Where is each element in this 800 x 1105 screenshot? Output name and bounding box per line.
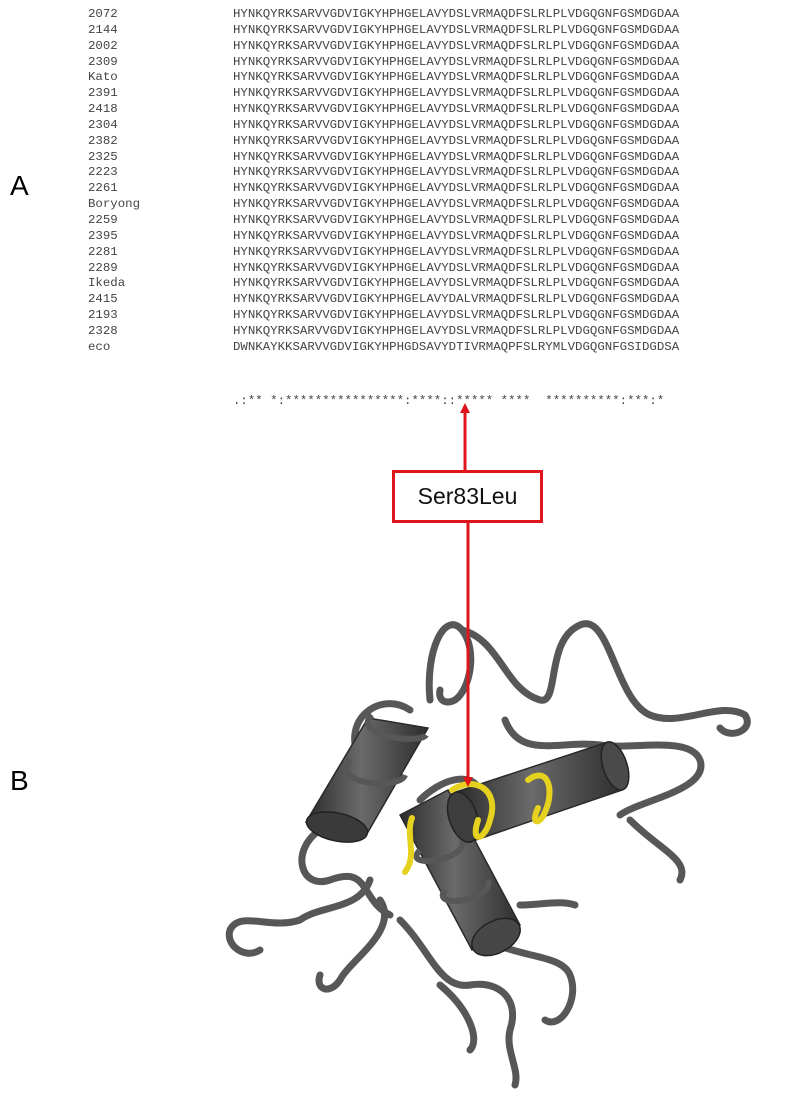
sequence: HYNKQYRKSARVVGDVIGKYHPHGELAVYDSLVRMAQDFS…	[233, 70, 680, 85]
strain-name: 2002	[88, 38, 118, 53]
strain-name: eco	[88, 339, 111, 354]
strain-name: 2415	[88, 292, 118, 307]
sequence: DWNKAYKKSARVVGDVIGKYHPHGDSAVYDTIVRMAQPFS…	[233, 339, 680, 354]
strain-name: 2304	[88, 117, 118, 132]
sequence: HYNKQYRKSARVVGDVIGKYHPHGELAVYDSLVRMAQDFS…	[233, 212, 680, 227]
alignment-row: eco DWNKAYKKSARVVGDVIGKYHPHGDSAVYDTIVRMAQ…	[88, 340, 679, 356]
sequence: HYNKQYRKSARVVGDVIGKYHPHGELAVYDSLVRMAQDFS…	[233, 149, 680, 164]
sequence: HYNKQYRKSARVVGDVIGKYHPHGELAVYDSLVRMAQDFS…	[233, 86, 680, 101]
alignment-row: 2382 HYNKQYRKSARVVGDVIGKYHPHGELAVYDSLVRMA…	[88, 134, 679, 150]
mutation-callout-box: Ser83Leu	[392, 470, 543, 523]
strain-name: 2289	[88, 260, 118, 275]
alignment-row: 2325 HYNKQYRKSARVVGDVIGKYHPHGELAVYDSLVRMA…	[88, 150, 679, 166]
sequence: HYNKQYRKSARVVGDVIGKYHPHGELAVYDSLVRMAQDFS…	[233, 244, 680, 259]
sequence: HYNKQYRKSARVVGDVIGKYHPHGELAVYDSLVRMAQDFS…	[233, 54, 680, 69]
alignment-row: 2144 HYNKQYRKSARVVGDVIGKYHPHGELAVYDSLVRMA…	[88, 23, 679, 39]
alignment-row: 2072 HYNKQYRKSARVVGDVIGKYHPHGELAVYDSLVRMA…	[88, 7, 679, 23]
sequence: HYNKQYRKSARVVGDVIGKYHPHGELAVYDSLVRMAQDFS…	[233, 38, 680, 53]
alignment-row: 2391 HYNKQYRKSARVVGDVIGKYHPHGELAVYDSLVRMA…	[88, 86, 679, 102]
strain-name: Kato	[88, 70, 118, 85]
alignment-row: 2261 HYNKQYRKSARVVGDVIGKYHPHGELAVYDSLVRMA…	[88, 181, 679, 197]
sequence: HYNKQYRKSARVVGDVIGKYHPHGELAVYDSLVRMAQDFS…	[233, 102, 680, 117]
alignment-row: 2289 HYNKQYRKSARVVGDVIGKYHPHGELAVYDSLVRMA…	[88, 261, 679, 277]
alignment-row: 2002 HYNKQYRKSARVVGDVIGKYHPHGELAVYDSLVRMA…	[88, 39, 679, 55]
sequence: HYNKQYRKSARVVGDVIGKYHPHGELAVYDSLVRMAQDFS…	[233, 197, 680, 212]
coil-backbone	[225, 620, 751, 1089]
alignment-row: Boryong HYNKQYRKSARVVGDVIGKYHPHGELAVYDSLV…	[88, 197, 679, 213]
sequence: HYNKQYRKSARVVGDVIGKYHPHGELAVYDALVRMAQDFS…	[233, 292, 680, 307]
alignment-row: 2281 HYNKQYRKSARVVGDVIGKYHPHGELAVYDSLVRMA…	[88, 245, 679, 261]
sequence: HYNKQYRKSARVVGDVIGKYHPHGELAVYDSLVRMAQDFS…	[233, 22, 680, 37]
panel-label-a: A	[10, 170, 29, 201]
strain-name: 2259	[88, 212, 118, 227]
sequence: HYNKQYRKSARVVGDVIGKYHPHGELAVYDSLVRMAQDFS…	[233, 7, 680, 21]
alignment-row: 2223 HYNKQYRKSARVVGDVIGKYHPHGELAVYDSLVRMA…	[88, 165, 679, 181]
mutation-callout-label: Ser83Leu	[417, 483, 518, 509]
sequence: HYNKQYRKSARVVGDVIGKYHPHGELAVYDSLVRMAQDFS…	[233, 117, 680, 132]
strain-name: 2382	[88, 133, 118, 148]
strain-name: 2395	[88, 228, 118, 243]
strain-name: 2391	[88, 86, 118, 101]
alignment-row: 2304 HYNKQYRKSARVVGDVIGKYHPHGELAVYDSLVRMA…	[88, 118, 679, 134]
alignment-row: Ikeda HYNKQYRKSARVVGDVIGKYHPHGELAVYDSLVRM…	[88, 276, 679, 292]
helix-cylinder-2	[398, 788, 522, 957]
helix-cylinder-1	[304, 712, 430, 843]
strain-name: 2418	[88, 102, 118, 117]
sequence: HYNKQYRKSARVVGDVIGKYHPHGELAVYDSLVRMAQDFS…	[233, 260, 680, 275]
sequence: HYNKQYRKSARVVGDVIGKYHPHGELAVYDSLVRMAQDFS…	[233, 323, 680, 338]
sequence: HYNKQYRKSARVVGDVIGKYHPHGELAVYDSLVRMAQDFS…	[233, 276, 680, 291]
alignment-row: 2309 HYNKQYRKSARVVGDVIGKYHPHGELAVYDSLVRMA…	[88, 55, 679, 71]
sequence: HYNKQYRKSARVVGDVIGKYHPHGELAVYDSLVRMAQDFS…	[233, 133, 680, 148]
strain-name: 2144	[88, 22, 118, 37]
alignment-row: 2259 HYNKQYRKSARVVGDVIGKYHPHGELAVYDSLVRMA…	[88, 213, 679, 229]
alignment-row: 2395 HYNKQYRKSARVVGDVIGKYHPHGELAVYDSLVRMA…	[88, 229, 679, 245]
sequence: HYNKQYRKSARVVGDVIGKYHPHGELAVYDSLVRMAQDFS…	[233, 228, 680, 243]
strain-name: Boryong	[88, 197, 141, 212]
alignment-row: 2415 HYNKQYRKSARVVGDVIGKYHPHGELAVYDALVRMA…	[88, 292, 679, 308]
consensus-line: .:** *:****************:****::***** ****…	[233, 394, 665, 408]
strain-name: 2325	[88, 149, 118, 164]
sequence: HYNKQYRKSARVVGDVIGKYHPHGELAVYDSLVRMAQDFS…	[233, 308, 680, 323]
alignment-row: 2418 HYNKQYRKSARVVGDVIGKYHPHGELAVYDSLVRMA…	[88, 102, 679, 118]
strain-name: Ikeda	[88, 276, 126, 291]
strain-name: 2328	[88, 323, 118, 338]
strain-name: 2261	[88, 181, 118, 196]
panel-label-b: B	[10, 765, 29, 796]
strain-name: 2281	[88, 244, 118, 259]
sequence: HYNKQYRKSARVVGDVIGKYHPHGELAVYDSLVRMAQDFS…	[233, 181, 680, 196]
strain-name: 2193	[88, 308, 118, 323]
alignment-row: 2328 HYNKQYRKSARVVGDVIGKYHPHGELAVYDSLVRMA…	[88, 324, 679, 340]
strain-name: 2223	[88, 165, 118, 180]
strain-name: 2072	[88, 7, 118, 21]
sequence: HYNKQYRKSARVVGDVIGKYHPHGELAVYDSLVRMAQDFS…	[233, 165, 680, 180]
strain-name: 2309	[88, 54, 118, 69]
alignment-row: Kato HYNKQYRKSARVVGDVIGKYHPHGELAVYDSLVRMA…	[88, 70, 679, 86]
alignment-row: 2193 HYNKQYRKSARVVGDVIGKYHPHGELAVYDSLVRMA…	[88, 308, 679, 324]
helix-cylinder-3	[446, 741, 630, 843]
